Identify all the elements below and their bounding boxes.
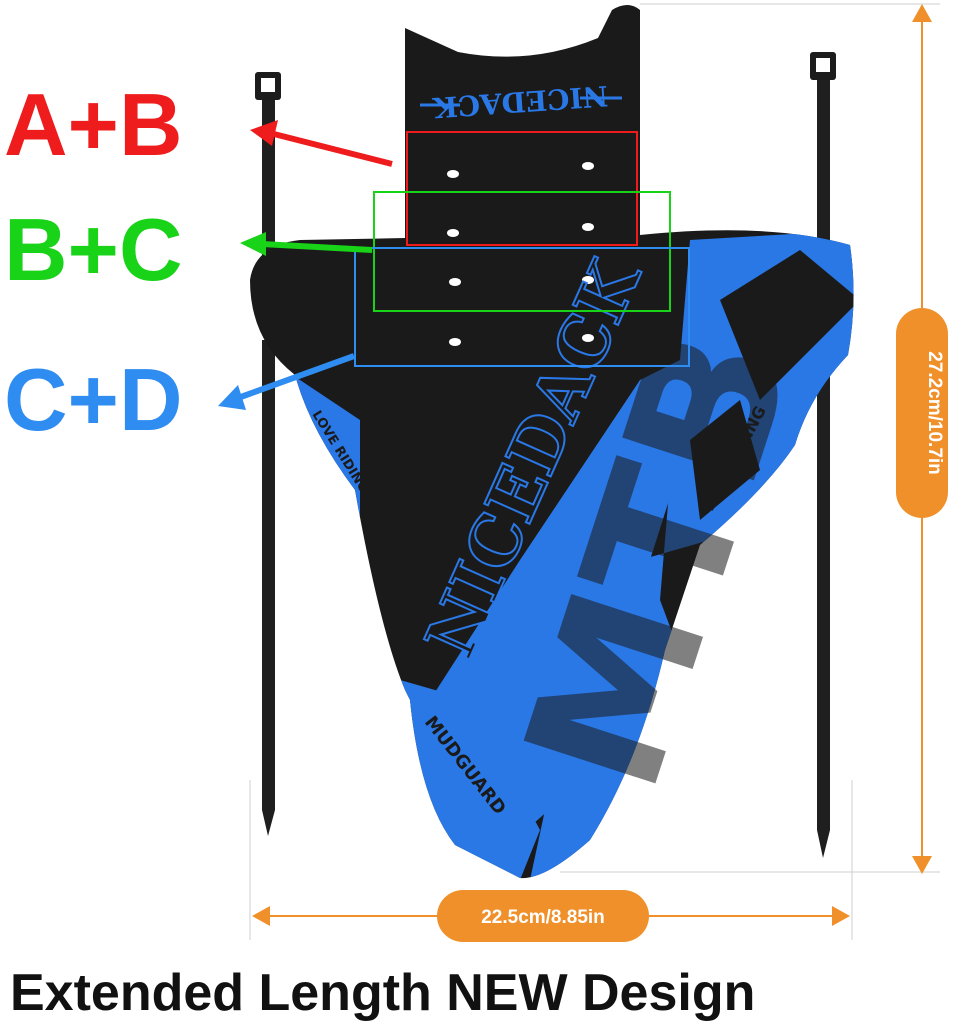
width-dimension-text: 22.5cm/8.85in <box>481 907 605 928</box>
mounting-holes <box>447 162 594 346</box>
arrow-bc <box>240 232 373 256</box>
label-cd: C+D <box>4 350 183 449</box>
box-cd <box>354 247 690 367</box>
cable-tie-right <box>810 52 836 858</box>
cable-tie-left <box>255 72 281 836</box>
arrow-ab <box>250 120 393 167</box>
height-dimension-text: 27.2cm/10.7in <box>924 351 945 475</box>
arrow-cd <box>218 353 356 410</box>
box-bc <box>373 191 671 312</box>
label-ab: A+B <box>4 75 183 174</box>
label-bc: B+C <box>4 200 183 299</box>
height-dimension: 27.2cm/10.7in <box>896 4 948 874</box>
caption-text: Extended Length NEW Design <box>10 964 756 1022</box>
width-dimension: 22.5cm/8.85in <box>252 890 850 942</box>
box-ab <box>406 131 638 246</box>
